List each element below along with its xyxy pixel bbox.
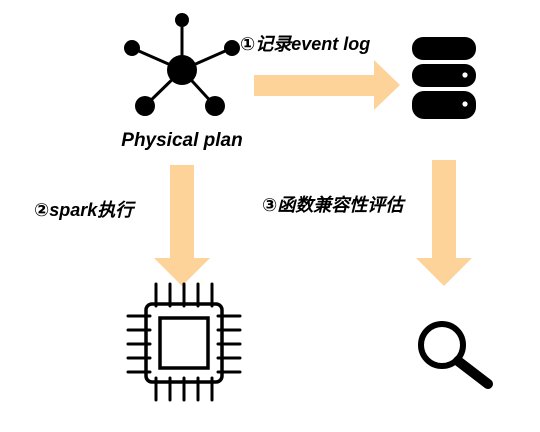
node-label-physical-plan: Physical plan <box>121 130 242 151</box>
arrow-plan-to-executor <box>154 165 210 286</box>
database-icon <box>412 37 476 119</box>
edge-label-record-event-log: ①记录event log <box>240 34 370 54</box>
network-node-icon <box>124 13 240 116</box>
arrow-shape <box>254 60 400 110</box>
arrow-shape <box>154 165 210 286</box>
edge-label-function-compat-eval: ③函数兼容性评估 <box>262 195 406 215</box>
arrow-shape <box>416 160 472 286</box>
edge-label-spark-execute: ②spark执行 <box>34 200 136 220</box>
magnifier-icon <box>418 321 493 389</box>
arrow-plan-to-storage <box>254 60 400 110</box>
arrow-storage-to-evaluation <box>416 160 472 286</box>
cpu-chip-icon <box>126 282 242 402</box>
